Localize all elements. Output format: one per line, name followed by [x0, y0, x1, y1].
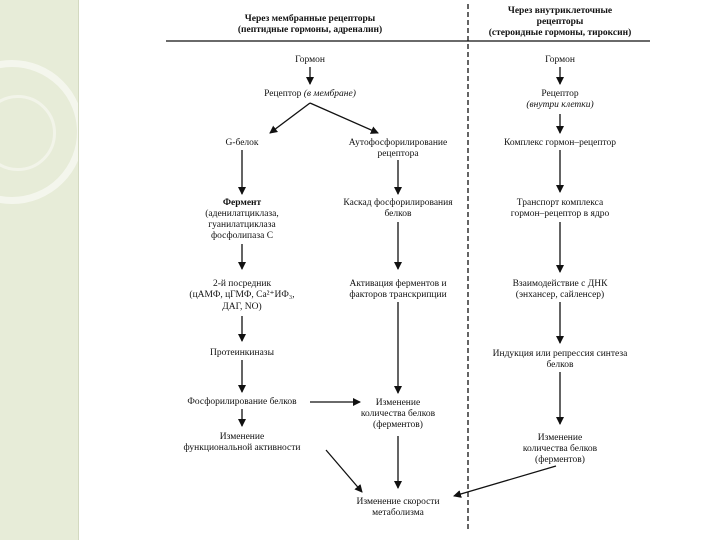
- functional-activity-line2: функциональной активности: [183, 443, 301, 453]
- cascade-node-line1: Каскад фосфорилирования: [343, 198, 453, 208]
- slide-sidebar-decoration: [0, 0, 79, 540]
- cascade-node-line2: белков: [384, 209, 412, 219]
- left-column-title: Через мембранные рецепторы: [244, 14, 376, 24]
- second-messenger-line1: 2-й посредник: [212, 279, 272, 289]
- left-hormone: Гормон: [295, 55, 325, 65]
- autophosphorylation-node-line1: Аутофосфорилирование: [348, 138, 448, 148]
- autophosphorylation-node-line2: рецептора: [377, 149, 419, 159]
- protein-kinases-node: Протеинкиназы: [210, 348, 274, 358]
- left-column-subtitle: (пептидные гормоны, адреналин): [237, 25, 383, 35]
- left-protein-amount-line1: Изменение: [375, 398, 421, 408]
- left-receptor-note: (в мембране): [303, 89, 356, 99]
- right-column-subtitle: (стероидные гормоны, тироксин): [488, 28, 632, 38]
- complex-transport-line2: гормон–рецептор в ядро: [510, 209, 610, 219]
- activation-node-line2: факторов транскрипции: [349, 290, 447, 300]
- enzyme-node-line3: фосфолипаза С: [210, 231, 274, 241]
- decorative-circle-small: [0, 95, 56, 171]
- left-receptor-label: Рецептор: [264, 89, 302, 99]
- metabolism-rate-line2: метаболизма: [372, 508, 424, 518]
- diagram-lines: [166, 4, 650, 530]
- enzyme-node-line1: (аденилатциклаза,: [205, 209, 279, 219]
- induction-repression-line2: белков: [546, 360, 574, 370]
- right-receptor-note: (внутри клетки): [526, 100, 594, 110]
- right-protein-amount-line3: (ферментов): [535, 455, 585, 465]
- enzyme-node-title: Фермент: [222, 198, 262, 208]
- left-receptor: Рецептор (в мембране): [264, 89, 356, 100]
- left-protein-amount-line2: количества белков: [360, 409, 436, 419]
- hormone-receptor-complex-node: Комплекс гормон–рецептор: [504, 138, 616, 148]
- enzyme-node-line2: гуанилатциклаза: [208, 220, 276, 230]
- functional-activity-line1: Изменение: [219, 432, 265, 442]
- complex-transport-line1: Транспорт комплекса: [516, 198, 604, 208]
- right-column-title-line1: Через внутриклеточные: [507, 6, 613, 16]
- dna-interaction-line1: Взаимодействие с ДНК: [512, 279, 608, 289]
- activation-node-line1: Активация ферментов и: [349, 279, 447, 289]
- second-messenger-line3: ДАГ, NO): [222, 302, 262, 312]
- second-messenger-line2: (цАМФ, цГМФ, Са²⁺ИФ₃,: [189, 290, 295, 300]
- metabolism-rate-line1: Изменение скорости: [356, 497, 440, 507]
- right-protein-amount-line2: количества белков: [522, 444, 598, 454]
- diagram-slide: Через мембранные рецепторы (пептидные го…: [78, 0, 720, 540]
- left-protein-amount-line3: (ферментов): [373, 420, 423, 430]
- right-hormone: Гормон: [545, 55, 575, 65]
- right-protein-amount-line1: Изменение: [537, 433, 583, 443]
- right-receptor: Рецептор: [541, 89, 579, 99]
- right-column-title-line2: рецепторы: [536, 17, 584, 27]
- g-protein-node: G-белок: [225, 138, 259, 148]
- protein-phosphorylation-node: Фосфорилирование белков: [187, 397, 297, 407]
- dna-interaction-line2: (энхансер, сайленсер): [515, 290, 605, 300]
- induction-repression-line1: Индукция или репрессия синтеза: [492, 349, 628, 359]
